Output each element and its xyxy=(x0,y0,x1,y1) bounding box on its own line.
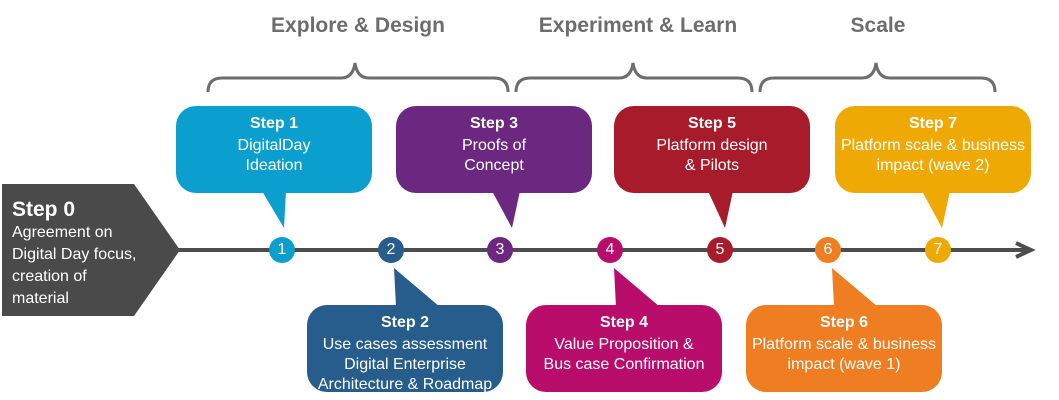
step-2-box xyxy=(307,305,503,392)
step-5-desc-line: & Pilots xyxy=(684,157,740,174)
step-7-text: Step 7 Platform scale & business impact (w… xyxy=(835,114,1031,193)
phase-title-explore-design: Explore & Design xyxy=(271,14,445,37)
step-6-text: Step 6 Platform scale & business impact (w… xyxy=(746,313,942,392)
phase-bracket xyxy=(206,62,510,93)
step-7-marker xyxy=(925,237,951,263)
step-7-tail xyxy=(922,191,950,228)
step-3-desc-line: Proofs of xyxy=(461,137,527,154)
step-4-title: Step 4 xyxy=(599,314,648,331)
step-3-title: Step 3 xyxy=(469,115,518,132)
step-4-bubble xyxy=(526,268,722,392)
step-3-box xyxy=(396,106,592,193)
step-6-desc-line: impact (wave 1) xyxy=(787,356,901,373)
phase-brackets xyxy=(206,62,997,93)
step-7-bubble xyxy=(835,106,1031,228)
step-7-title: Step 7 xyxy=(908,115,957,132)
step-5-title: Step 5 xyxy=(687,115,736,132)
step-2-desc-line: Digital Enterprise xyxy=(344,356,466,373)
step-3-marker xyxy=(487,237,513,263)
step-3-number: 3 xyxy=(495,241,505,258)
step-3-text: Step 3 Proofs of Concept xyxy=(396,114,592,193)
step-5-number: 5 xyxy=(715,241,725,258)
step-5-bubble xyxy=(614,106,810,228)
step-4-box xyxy=(526,305,722,392)
step-4-marker xyxy=(597,237,623,263)
step-6-bubble xyxy=(746,268,942,392)
phase-title-experiment-learn: Experiment & Learn xyxy=(538,14,738,37)
step-1-box xyxy=(176,106,372,193)
step-5-text: Step 5 Platform design & Pilots xyxy=(614,114,810,193)
step-1-desc-line: Ideation xyxy=(245,157,303,174)
step-7-desc-line: impact (wave 2) xyxy=(876,157,990,174)
step-4-tail xyxy=(614,268,660,307)
step0-arrow xyxy=(2,184,180,316)
step-3-desc-line: Concept xyxy=(464,157,524,174)
phase-bracket xyxy=(514,62,754,93)
step-1-tail xyxy=(262,191,286,228)
step-7-number: 7 xyxy=(933,241,943,258)
step-6-title: Step 6 xyxy=(819,314,868,331)
step-1-number: 1 xyxy=(277,241,287,258)
step-6-tail xyxy=(832,268,878,307)
step-1-desc-line: DigitalDay xyxy=(237,137,311,154)
step-1-title: Step 1 xyxy=(249,115,298,132)
step-5-tail xyxy=(708,191,733,228)
step-2-desc-line: Architecture & Roadmap xyxy=(317,376,493,392)
step-7-box xyxy=(835,106,1031,193)
step0-desc-line: creation of xyxy=(12,268,87,285)
step-circles xyxy=(269,237,951,263)
step-2-desc-line: Use cases assessment xyxy=(322,336,488,353)
step-7-desc-line: Platform scale & business xyxy=(840,137,1026,154)
timeline-arrowhead-icon xyxy=(1015,241,1036,259)
step-4-text: Step 4 Value Proposition & Bus case Confir… xyxy=(526,313,722,392)
phase-bracket xyxy=(758,62,997,93)
step-bubbles xyxy=(176,106,1031,392)
step0-label: Step 0 Agreement on Digital Day focus, c… xyxy=(12,198,162,310)
phase-title-scale: Scale xyxy=(850,14,906,37)
step0-desc-line: Agreement on xyxy=(12,224,113,241)
step-6-marker xyxy=(815,237,841,263)
step-1-marker xyxy=(269,237,295,263)
step0-arrow-shape xyxy=(2,184,180,316)
step-2-bubble xyxy=(307,268,503,392)
step-3-bubble xyxy=(396,106,592,228)
step-5-box xyxy=(614,106,810,193)
step-5-marker xyxy=(707,237,733,263)
step-4-desc-line: Value Proposition & xyxy=(554,336,694,353)
step-4-number: 4 xyxy=(605,241,615,258)
step-2-number: 2 xyxy=(386,241,396,258)
step-5-desc-line: Platform design xyxy=(656,137,768,154)
step-6-number: 6 xyxy=(823,241,833,258)
step-2-title: Step 2 xyxy=(380,314,429,331)
step-2-tail xyxy=(394,268,440,307)
step-3-tail xyxy=(492,191,520,228)
step0-title: Step 0 xyxy=(12,198,76,221)
step-4-desc-line: Bus case Confirmation xyxy=(543,356,705,373)
step-6-box xyxy=(746,305,942,392)
step0-desc-line: material xyxy=(12,290,69,307)
step-6-desc-line: Platform scale & business xyxy=(751,336,937,353)
step0-desc-line: Digital Day focus, xyxy=(12,246,137,263)
step-1-bubble xyxy=(176,106,372,228)
step-2-marker xyxy=(378,237,404,263)
